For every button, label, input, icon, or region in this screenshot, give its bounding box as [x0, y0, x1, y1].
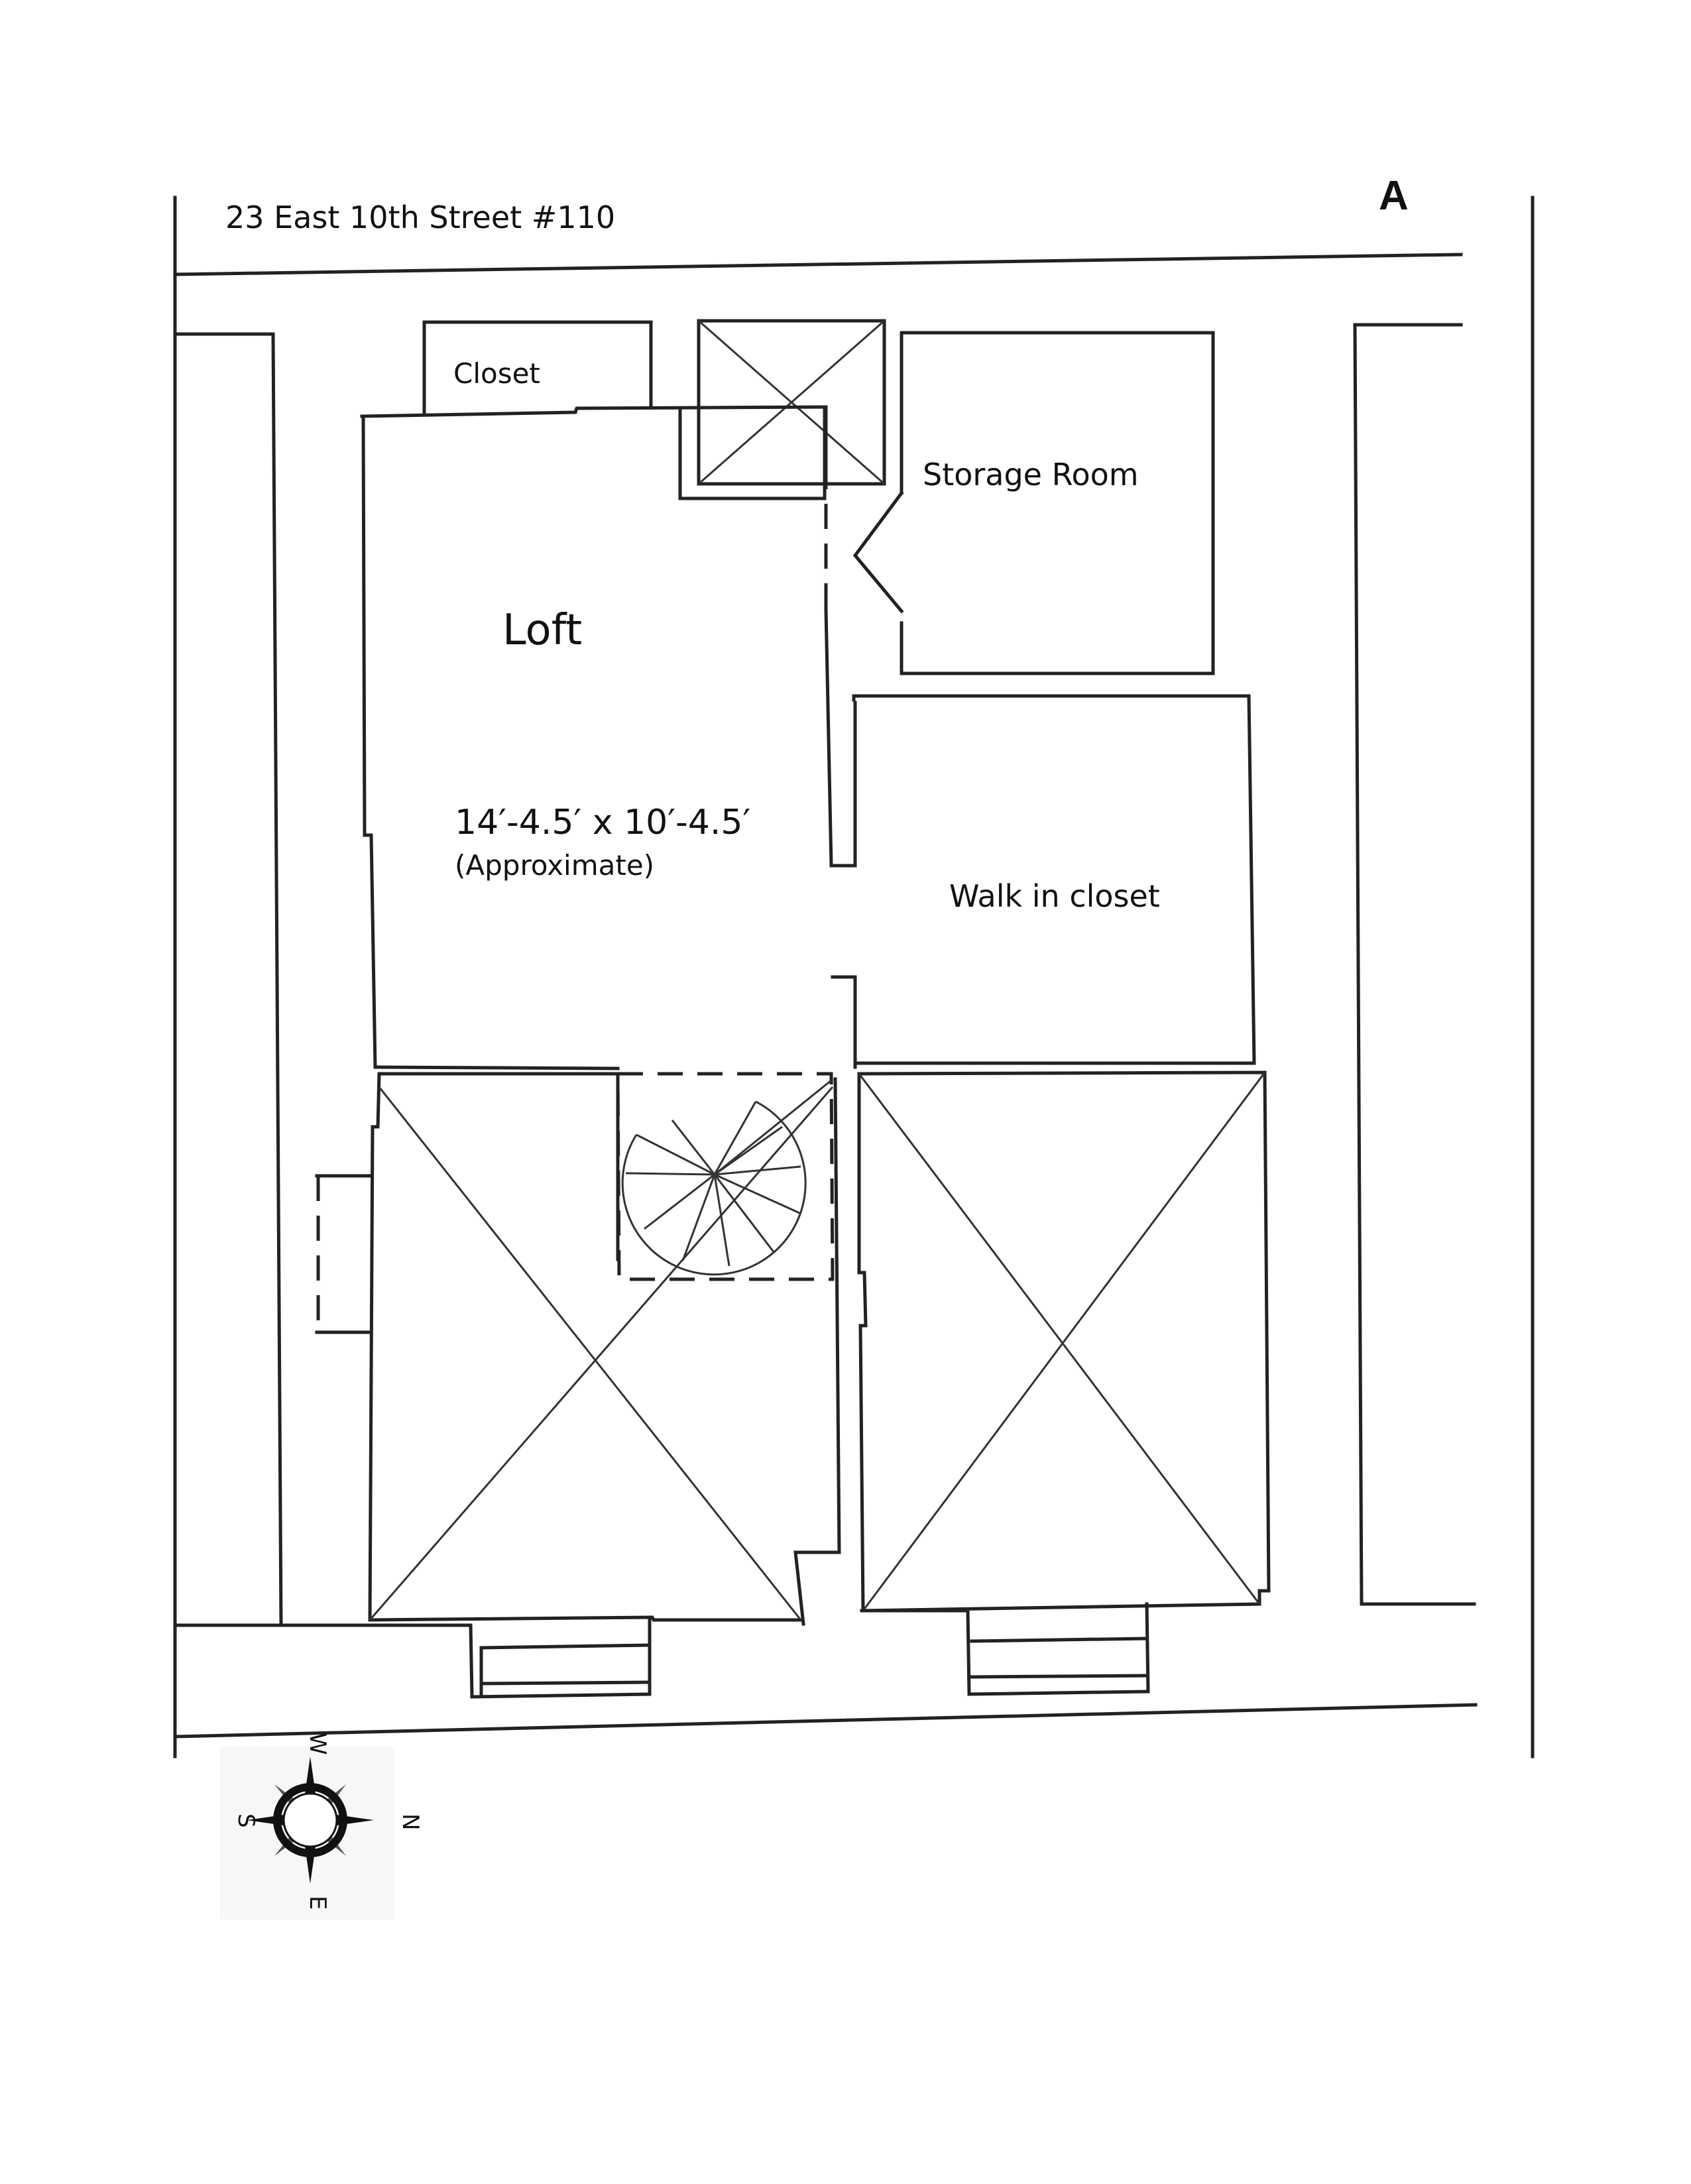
compass-rose: W N S E	[220, 1733, 424, 1920]
walk-in-closet-label: Walk in closet	[949, 878, 1160, 914]
loft-approximate-note: (Approximate)	[455, 849, 654, 882]
spiral-staircase	[616, 1072, 835, 1281]
loft-dimensions: 14′-4.5′ x 10′-4.5′	[455, 803, 750, 842]
right-column-wall	[1353, 323, 1476, 1606]
sheet-frame	[173, 196, 1535, 1758]
compass-north: N	[397, 1813, 424, 1830]
compass-star-icon	[247, 1756, 374, 1884]
compass-east: E	[304, 1896, 331, 1910]
closet-label: Closet	[453, 357, 540, 390]
closet-room	[422, 320, 653, 414]
loft-label: Loft	[502, 606, 582, 655]
walk-in-closet-room	[852, 694, 1256, 1065]
loft-room	[360, 405, 857, 1070]
compass-south: S	[233, 1813, 259, 1828]
sheet-letter: A	[1379, 173, 1409, 219]
bottom-windows	[174, 1602, 1150, 1699]
top-shaft	[678, 319, 886, 500]
left-column-wall	[174, 332, 283, 1627]
compass-west: W	[304, 1733, 331, 1755]
storage-room-label: Storage Room	[923, 457, 1139, 492]
left-window-bay	[315, 1174, 373, 1334]
address-title: 23 East 10th Street #110	[225, 200, 615, 235]
lower-left-void	[368, 1072, 841, 1626]
storage-room	[852, 331, 1215, 675]
lower-right-void	[857, 1070, 1271, 1613]
